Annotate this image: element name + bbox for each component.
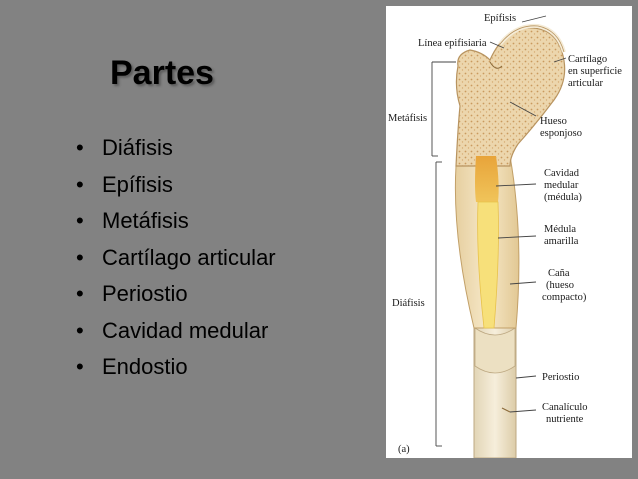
label-cartilago-3: articular bbox=[568, 78, 603, 89]
bullet-item: Diáfisis bbox=[76, 130, 276, 167]
label-canaliculo-2: nutriente bbox=[546, 414, 584, 425]
label-cartilago-1: Cartílago bbox=[568, 54, 607, 65]
bullet-item: Periostio bbox=[76, 276, 276, 313]
bullet-item: Cartílago articular bbox=[76, 240, 276, 277]
label-cana-2: (hueso bbox=[546, 280, 574, 291]
label-cana-1: Caña bbox=[548, 268, 570, 279]
bullet-list: Diáfisis Epífisis Metáfisis Cartílago ar… bbox=[76, 130, 276, 386]
label-cana-3: compacto) bbox=[542, 292, 587, 303]
bullet-item: Epífisis bbox=[76, 167, 276, 204]
slide-title: Partes bbox=[110, 54, 214, 92]
label-cavidad-3: (médula) bbox=[544, 192, 582, 203]
label-figure-tag: (a) bbox=[398, 444, 410, 455]
label-cavidad-2: medular bbox=[544, 180, 579, 191]
label-periostio: Periostio bbox=[542, 372, 579, 383]
label-hueso-esponjoso-1: Hueso bbox=[540, 116, 567, 127]
medullary-cavity-shape bbox=[475, 156, 499, 202]
label-canaliculo-1: Canalículo bbox=[542, 402, 588, 413]
epiphysis-shape bbox=[455, 27, 566, 167]
bullet-item: Metáfisis bbox=[76, 203, 276, 240]
label-cavidad-1: Cavidad bbox=[544, 168, 580, 179]
bone-diagram: Epífisis Línea epifisiaria Cartílago en … bbox=[386, 6, 632, 458]
label-linea-epifisiaria: Línea epifisiaria bbox=[418, 38, 487, 49]
periosteum-cut-shape bbox=[474, 327, 516, 374]
label-hueso-esponjoso-2: esponjoso bbox=[540, 128, 582, 139]
label-epifisis: Epífisis bbox=[484, 13, 516, 24]
epiphyseal-line-shape bbox=[489, 61, 503, 69]
label-cartilago-2: en superficie bbox=[568, 66, 622, 77]
label-metafisis: Metáfisis bbox=[388, 113, 427, 124]
label-medula-1: Médula bbox=[544, 224, 576, 235]
yellow-marrow-shape bbox=[477, 201, 499, 329]
femur-illustration: Epífisis Línea epifisiaria Cartílago en … bbox=[388, 13, 622, 458]
bullet-item: Cavidad medular bbox=[76, 313, 276, 350]
bullet-item: Endostio bbox=[76, 349, 276, 386]
label-medula-2: amarilla bbox=[544, 236, 579, 247]
left-brackets bbox=[431, 61, 456, 447]
label-diafisis: Diáfisis bbox=[392, 298, 425, 309]
